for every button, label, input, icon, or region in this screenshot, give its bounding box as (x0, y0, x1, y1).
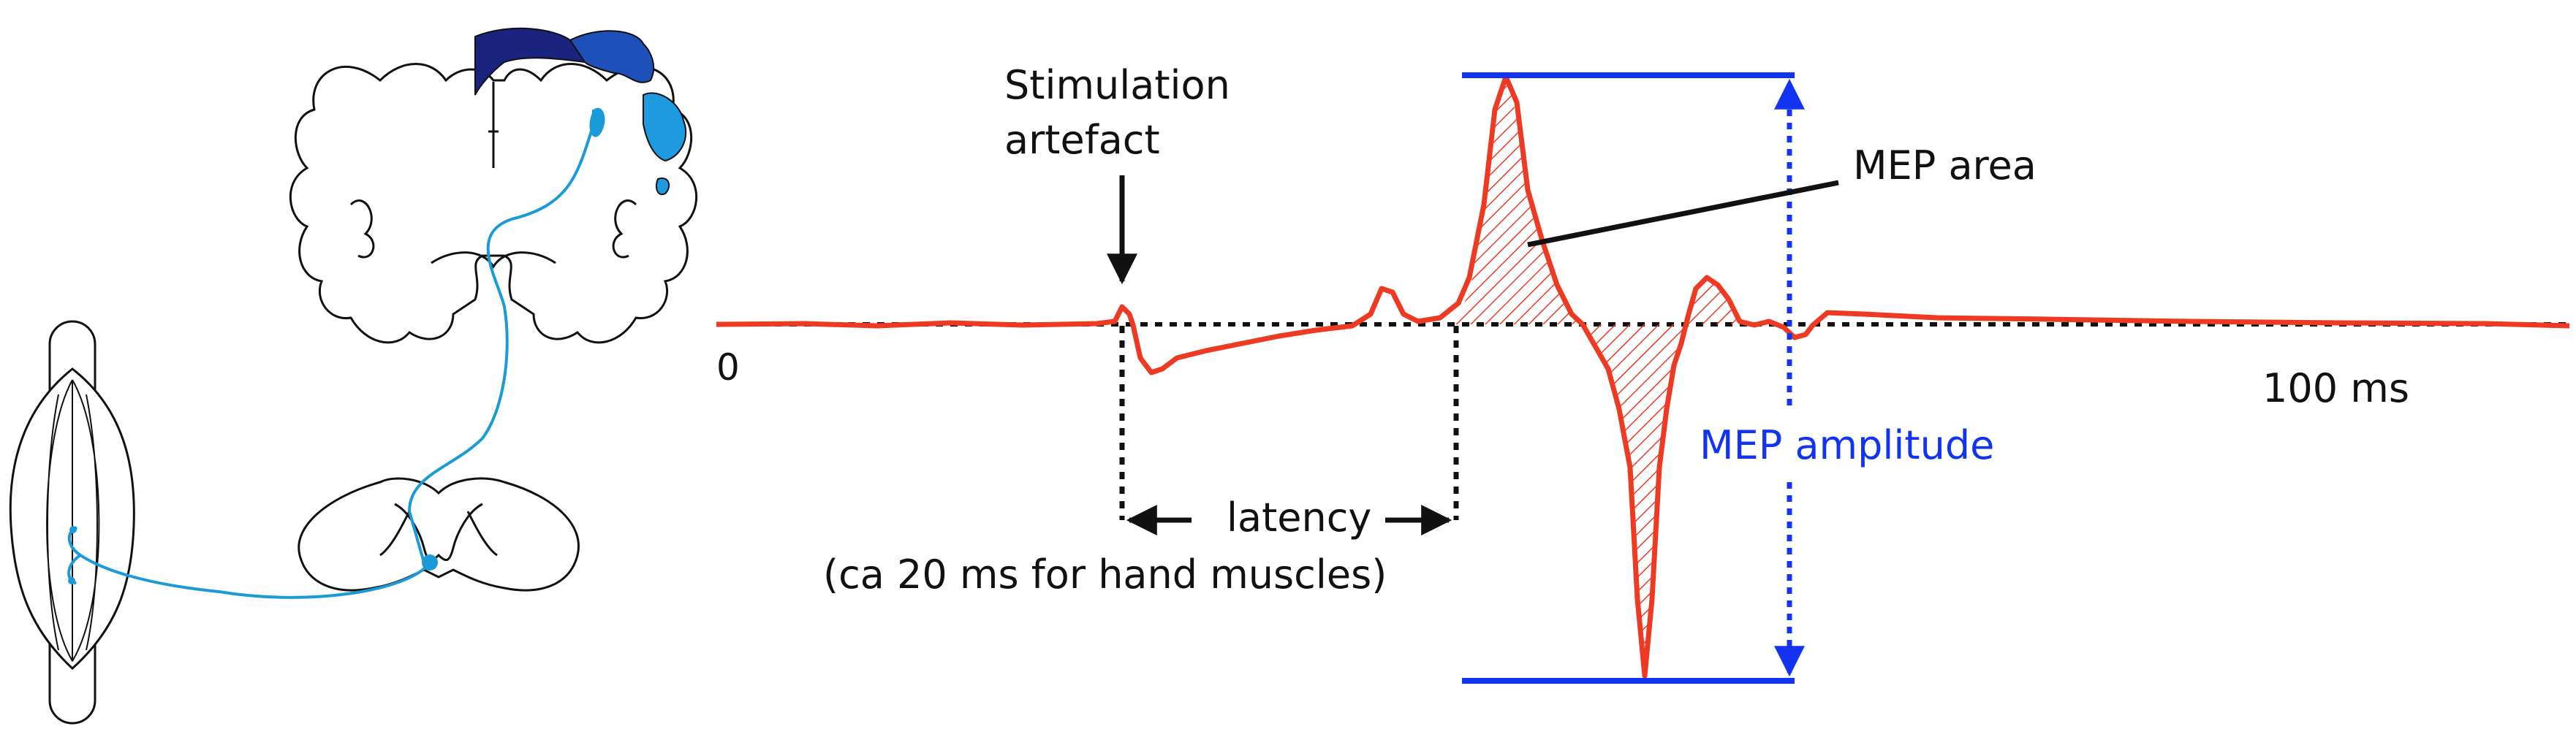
stimulation-label-line1: Stimulation (1004, 62, 1230, 108)
zero-label: 0 (716, 346, 740, 389)
spinal-cord-section-icon (298, 477, 580, 592)
brain-section-icon (289, 27, 698, 344)
latency-label: latency (1227, 495, 1371, 541)
stimulation-label-line2: artefact (1004, 117, 1160, 163)
mep-trace (716, 74, 2570, 679)
mep-area-positive (1455, 77, 1583, 324)
mep-area-pointer (1527, 180, 1839, 248)
latency-note: (ca 20 ms for hand muscles) (823, 552, 1387, 598)
mep-area-negative (1583, 324, 1689, 676)
mep-area-positive-2 (1689, 281, 1740, 324)
mep-amplitude-label: MEP amplitude (1700, 422, 1994, 468)
mep-area-label: MEP area (1853, 142, 2037, 188)
time-end-label: 100 ms (2262, 365, 2409, 411)
motor-neuron-icon (67, 107, 605, 599)
muscle-icon (9, 320, 135, 725)
